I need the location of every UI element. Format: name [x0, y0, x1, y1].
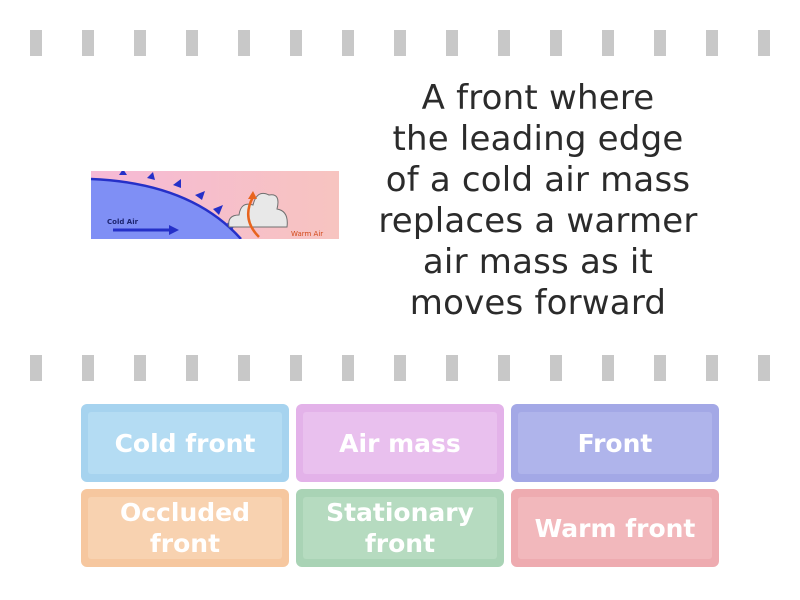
cold-front-diagram: Cold Air Warm Air: [91, 171, 339, 239]
divider-dash: [342, 355, 354, 381]
clue-line: replaces a warmer: [378, 201, 698, 241]
divider-dash: [602, 30, 614, 56]
divider-dash: [30, 30, 42, 56]
divider-dash: [446, 30, 458, 56]
divider-dash: [758, 30, 770, 56]
divider-dash: [342, 30, 354, 56]
divider-dash: [82, 355, 94, 381]
divider-dash: [758, 355, 770, 381]
divider-dash: [446, 355, 458, 381]
divider-dash: [290, 30, 302, 56]
divider-dash: [394, 30, 406, 56]
divider-dash: [186, 30, 198, 56]
divider-dash: [654, 355, 666, 381]
tile-label: Stationary front: [326, 498, 474, 558]
divider-dash: [550, 30, 562, 56]
divider-dash: [706, 30, 718, 56]
answer-tile-warm-front[interactable]: Warm front: [511, 489, 719, 567]
cold-air-label: Cold Air: [107, 218, 139, 226]
divider-dash: [498, 355, 510, 381]
divider-dash: [706, 355, 718, 381]
answer-tile-air-mass[interactable]: Air mass: [296, 404, 504, 482]
clue-line: the leading edge: [392, 119, 684, 159]
answer-tile-stationary-front[interactable]: Stationary front: [296, 489, 504, 567]
clue-line: air mass as it: [422, 242, 654, 282]
warm-air-label: Warm Air: [291, 230, 323, 238]
divider-dash: [394, 355, 406, 381]
divider-dash: [238, 30, 250, 56]
tile-label: Cold front: [114, 428, 256, 458]
divider-dash: [134, 30, 146, 56]
tile-label: Front: [577, 428, 653, 458]
divider-dash: [290, 355, 302, 381]
divider-dash: [238, 355, 250, 381]
clue-text: A front where the leading edge of a cold…: [360, 78, 716, 324]
answer-tiles: Cold front Air mass Front Occluded front…: [81, 404, 721, 569]
divider-top: [0, 30, 800, 56]
divider-dash: [30, 355, 42, 381]
divider-bottom: [0, 355, 800, 381]
divider-dash: [654, 30, 666, 56]
answer-tile-occluded-front[interactable]: Occluded front: [81, 489, 289, 567]
answer-tile-cold-front[interactable]: Cold front: [81, 404, 289, 482]
divider-dash: [186, 355, 198, 381]
divider-dash: [82, 30, 94, 56]
tile-label: Occluded front: [119, 498, 250, 558]
clue-line: moves forward: [409, 283, 667, 323]
divider-dash: [134, 355, 146, 381]
clue-line: of a cold air mass: [385, 160, 691, 200]
tile-label: Air mass: [339, 428, 461, 458]
divider-dash: [498, 30, 510, 56]
clue-line: A front where: [421, 78, 655, 118]
tile-label: Warm front: [534, 513, 696, 543]
answer-tile-front[interactable]: Front: [511, 404, 719, 482]
divider-dash: [550, 355, 562, 381]
divider-dash: [602, 355, 614, 381]
